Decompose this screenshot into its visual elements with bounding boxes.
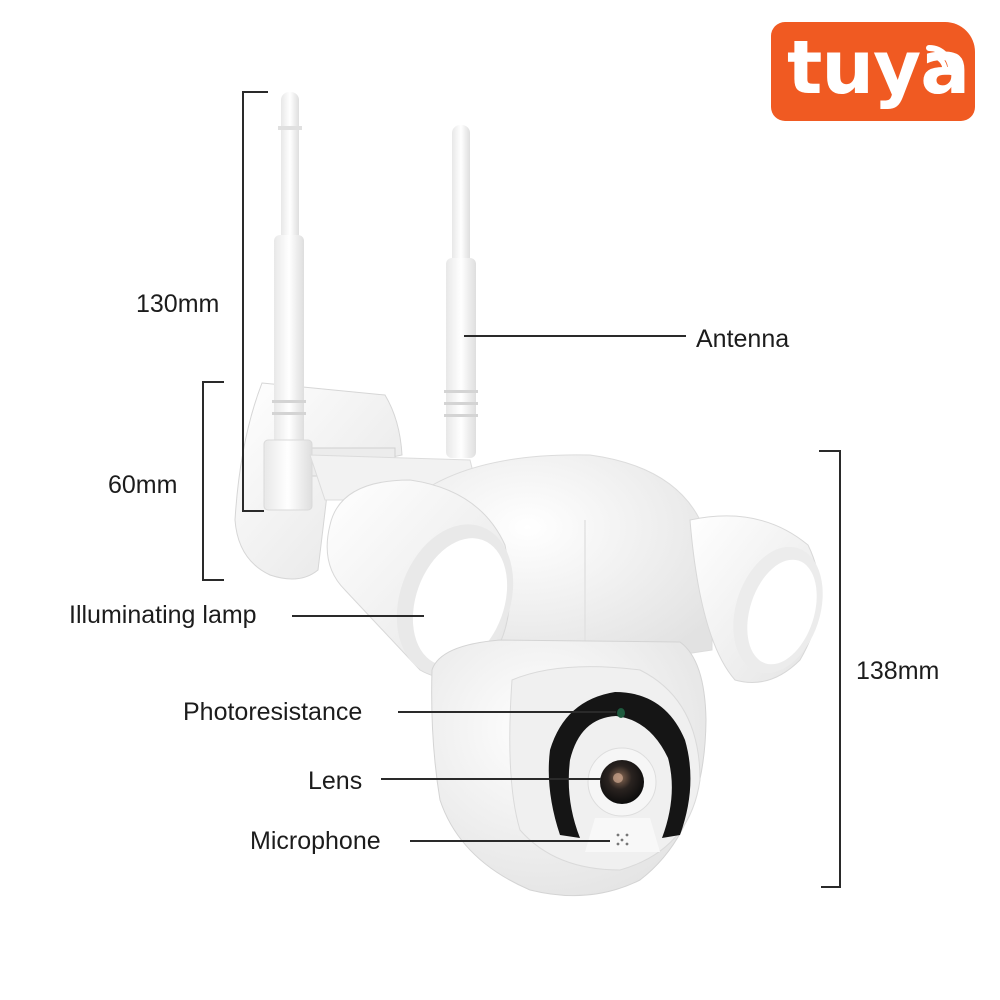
lens-leader-line xyxy=(381,778,601,780)
callout-illuminating-lamp: Illuminating lamp xyxy=(69,601,257,629)
antenna-leader-line xyxy=(464,335,686,337)
logo-text: tuya xyxy=(787,25,970,111)
callout-microphone: Microphone xyxy=(250,827,381,855)
microphone-leader-line xyxy=(410,840,610,842)
antenna-left xyxy=(263,92,313,511)
floodlight-right xyxy=(689,515,823,683)
lamp-leader-line xyxy=(292,615,424,617)
antenna-right xyxy=(444,125,478,458)
dimension-130mm: 130mm xyxy=(136,290,220,318)
wifi-signal-icon xyxy=(926,44,955,75)
callout-lens: Lens xyxy=(308,767,363,795)
camera-ball xyxy=(431,639,707,897)
dimension-60mm: 60mm xyxy=(108,471,178,499)
dimension-138mm: 138mm xyxy=(856,657,940,685)
tuya-logo: tuya xyxy=(771,22,975,121)
floodlight-left xyxy=(326,479,514,679)
callout-antenna: Antenna xyxy=(696,325,790,353)
callout-photoresistance: Photoresistance xyxy=(183,698,363,726)
photoresistance-leader-line xyxy=(398,711,616,713)
